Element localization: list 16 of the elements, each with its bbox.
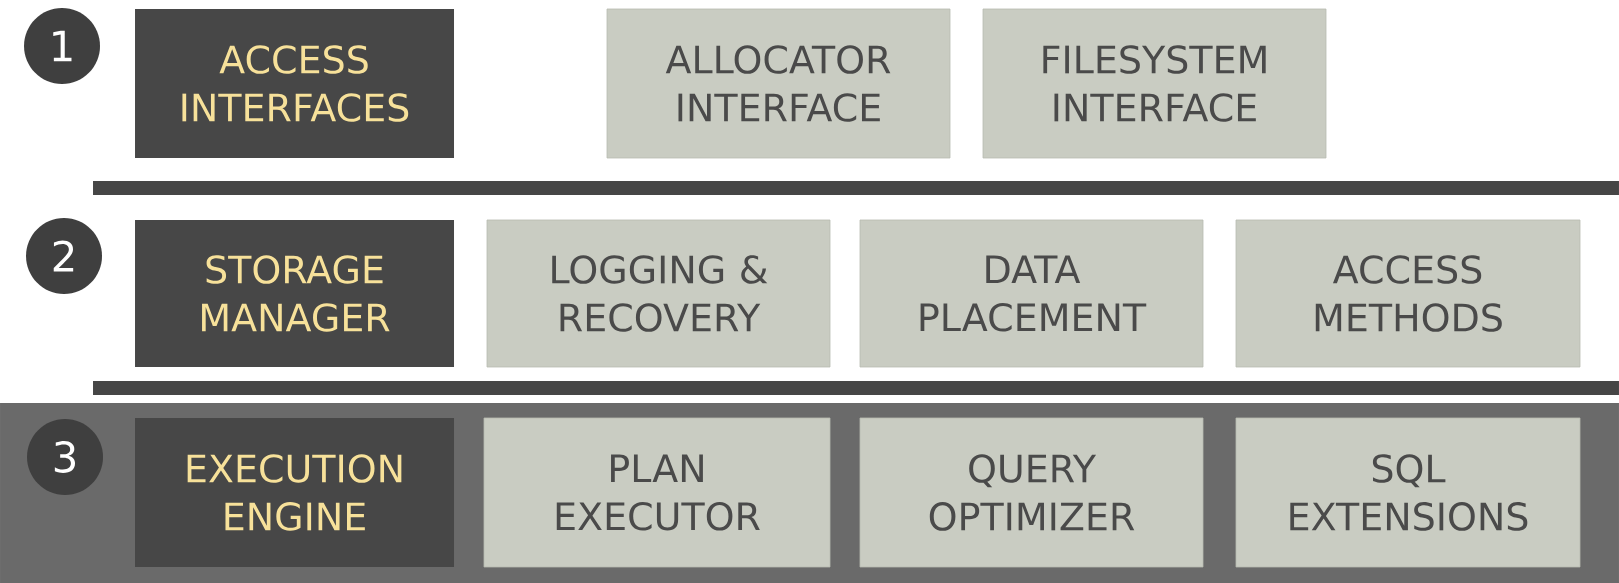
divider-bar (93, 381, 1619, 395)
component-box: PLAN EXECUTOR (483, 417, 831, 568)
component-box: DATA PLACEMENT (859, 219, 1204, 368)
component-box: SQL EXTENSIONS (1235, 417, 1581, 568)
number-badge: 3 (27, 419, 103, 495)
divider-bar (93, 181, 1619, 195)
layer-title-box: STORAGE MANAGER (135, 220, 454, 367)
layer-title-box: EXECUTION ENGINE (135, 418, 454, 567)
number-badge: 1 (24, 8, 100, 84)
component-box: QUERY OPTIMIZER (859, 417, 1204, 568)
component-box: LOGGING & RECOVERY (486, 219, 831, 368)
component-box: ACCESS METHODS (1235, 219, 1581, 368)
component-box: FILESYSTEM INTERFACE (982, 8, 1327, 159)
number-badge: 2 (26, 218, 102, 294)
component-box: ALLOCATOR INTERFACE (606, 8, 951, 159)
layer-title-box: ACCESS INTERFACES (135, 9, 454, 158)
